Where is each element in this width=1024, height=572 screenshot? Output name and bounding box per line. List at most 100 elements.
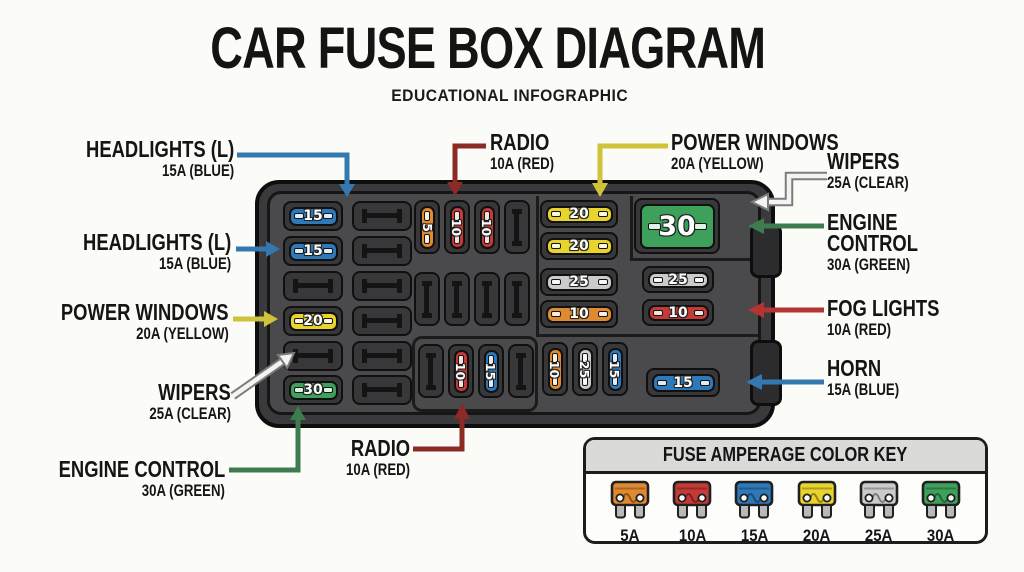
fuse-25a-clear: 25 [647,271,709,288]
fuse-contact [612,352,618,363]
callout-sublabel: 10A (RED) [345,461,410,479]
fuse-slot: 20 [540,200,618,228]
key-amperage-label: 30A [927,526,955,545]
fuse-15a-blue: 15 [651,373,715,392]
fuse-slot: 5 [414,200,440,254]
fuse-amperage-value: 20 [569,238,589,254]
empty-fuse-slot [352,341,412,371]
color-key-title: FUSE AMPERAGE COLOR KEY [586,440,985,474]
fuse-slot: 10 [444,200,470,254]
key-item-10a: 10A [664,479,720,546]
callout-sublabel: 15A (BLUE) [161,162,234,180]
callout-sublabel: 25A (CLEAR) [149,405,231,423]
empty-slot-terminal [425,352,437,390]
fuse-amperage-value: 15 [303,208,323,224]
arrow-horn-right [746,374,824,390]
sub-panel-outline [412,336,538,412]
fuse-contact [458,377,464,388]
empty-slot-terminal [361,244,403,258]
fuse-25a-clear: 25 [545,273,613,291]
fuse-10a-red: 10 [647,304,709,321]
arrow-power-windows-left [233,311,278,327]
key-amperage-label: 15A [740,526,769,545]
key-item-25a: 25A [851,479,907,546]
fuse-contact [652,276,663,283]
key-amperage-label: 20A [802,526,831,545]
callout-wipers-left: WIPERS 25A (CLEAR) [129,381,231,423]
arrow-fog-lights-right [748,302,824,318]
fuse-amperage-value: 10 [668,304,688,321]
fuse-contact [652,309,663,316]
fuse-contact [699,379,710,386]
fuse-20a-yellow: 20 [545,205,613,223]
fuse-slot: 25 [540,268,618,296]
callout-engine-control-right: ENGINE CONTROL 30A (GREEN) [827,211,939,274]
empty-fuse-slot [352,306,412,336]
fuse-slot: 15 [646,368,720,397]
key-item-5a: 5A [602,479,658,546]
blade-fuse-icon [672,480,712,519]
fuse-contact [550,279,561,285]
fuse-amperage-value: 10 [569,306,589,322]
arrow-wipers-left [230,351,296,400]
fuse-slot: 25 [642,266,714,293]
empty-fuse-slot [508,344,534,398]
fuse-20a-yellow: 20 [545,237,613,255]
callout-sublabel: 20A (YELLOW) [671,155,764,173]
fuse-slot: 20 [283,306,343,336]
fuse-slot: 10 [474,200,500,254]
fuse-contact [458,354,464,365]
empty-slot-terminal [361,314,403,328]
blade-fuse-icon [859,480,899,519]
fuse-contact [424,233,430,244]
empty-slot-terminal [361,383,403,397]
fuse-15a-blue: 15 [288,206,338,226]
fuse-slot: 10 [540,300,618,328]
fuse-15a-blue: 15 [607,347,623,391]
empty-slot-terminal [481,280,493,318]
fuse-contact [552,352,558,363]
fuse-15a-blue: 15 [483,349,499,393]
arrow-engine-control-left [229,406,306,473]
callout-label: HEADLIGHTS (L) [85,136,234,162]
empty-slot-terminal [292,349,334,363]
fuse-slot: 30 [283,375,343,405]
empty-slot-terminal [292,279,334,293]
fuse-slot: 30 [634,198,720,254]
empty-slot-terminal [361,209,403,223]
callout-headlights-left-2: HEADLIGHTS (L) 15A (BLUE) [46,231,231,273]
arrow-engine-control-right [748,218,824,234]
fuse-slot: 10 [542,342,568,396]
fuse-contact [693,276,704,283]
fuse-slot: 25 [572,342,598,396]
callout-label: POWER WINDOWS [671,129,839,155]
empty-fuse-slot [352,201,412,231]
callout-sublabel: 25A (CLEAR) [827,174,909,192]
key-amperage-label: 5A [620,526,640,545]
arrow-wipers-right [749,171,827,212]
fuse-contact [488,354,494,365]
fuse-contact [550,211,561,217]
callout-label: RADIO [490,129,550,155]
fuse-contact [484,233,490,244]
callout-radio-bottom: RADIO 10A (RED) [330,435,410,479]
callout-label: RADIO [350,435,410,461]
empty-fuse-slot [352,236,412,266]
connector-tab [750,340,782,406]
panel-divider [630,196,633,258]
empty-slot-terminal [511,280,523,318]
callout-sublabel: 15A (BLUE) [158,255,231,273]
fuse-contact [293,318,304,324]
fuse-contact [612,375,618,386]
fuse-contact [582,375,588,386]
fuse-10a-red: 10 [449,205,465,249]
arrow-radio-bottom [413,403,470,452]
fuse-20a-yellow: 20 [288,311,338,331]
callout-sublabel: 30A (GREEN) [827,256,911,274]
fuse-contact [454,210,460,221]
fuse-contact [424,210,430,221]
arrow-power-windows-top [592,143,668,197]
